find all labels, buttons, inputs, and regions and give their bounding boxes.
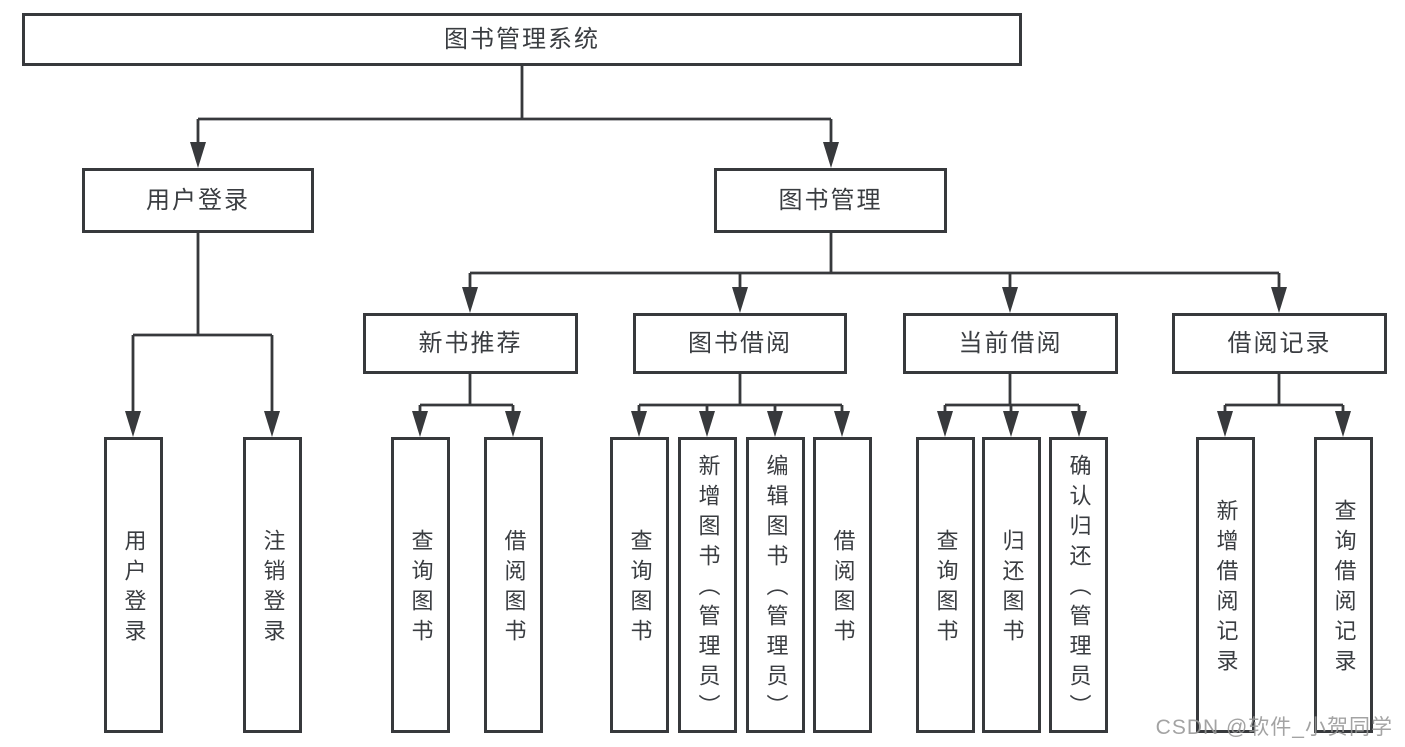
watermark: CSDN @软件_小贺同学 [1155, 716, 1393, 739]
leaf-query-borrow-record-label: 查询借阅记录 [1331, 499, 1357, 679]
arrowheads [125, 142, 1351, 437]
leaf-add-borrow-record: 新增借阅记录 [1196, 437, 1255, 733]
leaf-add-book-admin-label: 新增图书（管理员） [695, 454, 721, 724]
leaf-query-books-1-label: 查询图书 [408, 529, 434, 649]
node-user-login-label: 用户登录 [146, 186, 250, 214]
node-current-borrow-label: 当前借阅 [958, 329, 1063, 357]
leaf-borrow-books-2: 借阅图书 [813, 437, 872, 733]
node-system-root-label: 图书管理系统 [444, 25, 600, 53]
leaf-borrow-books-2-label: 借阅图书 [830, 529, 856, 649]
leaf-borrow-books-1: 借阅图书 [484, 437, 543, 733]
leaf-query-borrow-record: 查询借阅记录 [1314, 437, 1373, 733]
node-user-login: 用户登录 [82, 168, 314, 233]
leaf-edit-book-admin: 编辑图书（管理员） [746, 437, 805, 733]
node-book-borrow-label: 图书借阅 [688, 329, 792, 357]
leaf-logout: 注销登录 [243, 437, 302, 733]
node-book-borrow: 图书借阅 [633, 313, 847, 374]
leaf-add-book-admin: 新增图书（管理员） [678, 437, 737, 733]
leaf-user-login-label: 用户登录 [121, 529, 147, 649]
leaf-query-books-3-label: 查询图书 [933, 529, 959, 649]
leaf-query-books-2-label: 查询图书 [627, 529, 653, 649]
leaf-logout-label: 注销登录 [260, 529, 286, 649]
leaf-add-borrow-record-label: 新增借阅记录 [1213, 499, 1239, 679]
node-book-management: 图书管理 [714, 168, 947, 233]
leaf-return-books-label: 归还图书 [999, 529, 1025, 649]
node-borrow-records-label: 借阅记录 [1227, 329, 1332, 357]
leaf-query-books-1: 查询图书 [391, 437, 450, 733]
leaf-borrow-books-1-label: 借阅图书 [501, 529, 527, 649]
leaf-query-books-3: 查询图书 [916, 437, 975, 733]
node-new-book-recommend: 新书推荐 [363, 313, 578, 374]
node-system-root: 图书管理系统 [22, 13, 1022, 66]
leaf-query-books-2: 查询图书 [610, 437, 669, 733]
leaf-edit-book-admin-label: 编辑图书（管理员） [763, 454, 789, 724]
node-book-management-label: 图书管理 [778, 186, 883, 214]
node-borrow-records: 借阅记录 [1172, 313, 1387, 374]
node-current-borrow: 当前借阅 [903, 313, 1118, 374]
leaf-confirm-return-admin-label: 确认归还（管理员） [1066, 454, 1092, 724]
leaf-confirm-return-admin: 确认归还（管理员） [1049, 437, 1108, 733]
node-new-book-recommend-label: 新书推荐 [418, 329, 523, 357]
leaf-return-books: 归还图书 [982, 437, 1041, 733]
leaf-user-login: 用户登录 [104, 437, 163, 733]
